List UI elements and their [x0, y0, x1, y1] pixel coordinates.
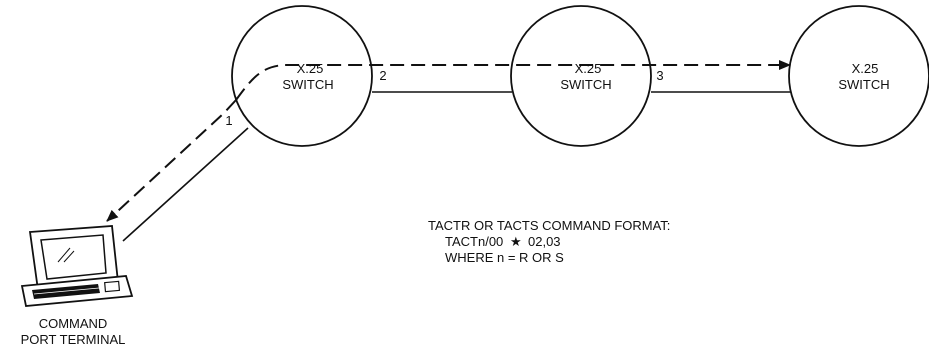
command-syntax-suffix: 02,03	[528, 234, 561, 249]
command-syntax-star: ★	[510, 234, 522, 249]
link-number-2: 2	[379, 68, 386, 83]
command-syntax-prefix: TACTn/00	[445, 234, 503, 249]
link-number-3: 3	[656, 68, 663, 83]
terminal-icon	[20, 225, 134, 307]
switch-1-label-name: SWITCH	[282, 77, 333, 92]
terminal-label-line2: PORT TERMINAL	[21, 332, 126, 347]
terminal-label-line1: COMMAND	[39, 316, 108, 331]
switch-3-label-name: SWITCH	[838, 77, 889, 92]
switch-3-circle	[788, 5, 929, 147]
switch-3-label-type: X.25	[852, 61, 879, 76]
command-path-dashed-arrow-right	[235, 60, 791, 101]
switch-2-label-name: SWITCH	[560, 77, 611, 92]
command-format-title: TACTR OR TACTS COMMAND FORMAT:	[428, 218, 670, 233]
link-number-1: 1	[225, 113, 232, 128]
switch-1-circle	[231, 5, 373, 147]
command-path-dashed-arrow-terminal	[106, 99, 237, 222]
switch-2-label-type: X.25	[575, 61, 602, 76]
command-format-where: WHERE n = R OR S	[445, 250, 564, 265]
switch-2-circle	[510, 5, 652, 147]
switch-1-label-type: X.25	[297, 61, 324, 76]
link-line-terminal-switch1	[122, 127, 249, 242]
